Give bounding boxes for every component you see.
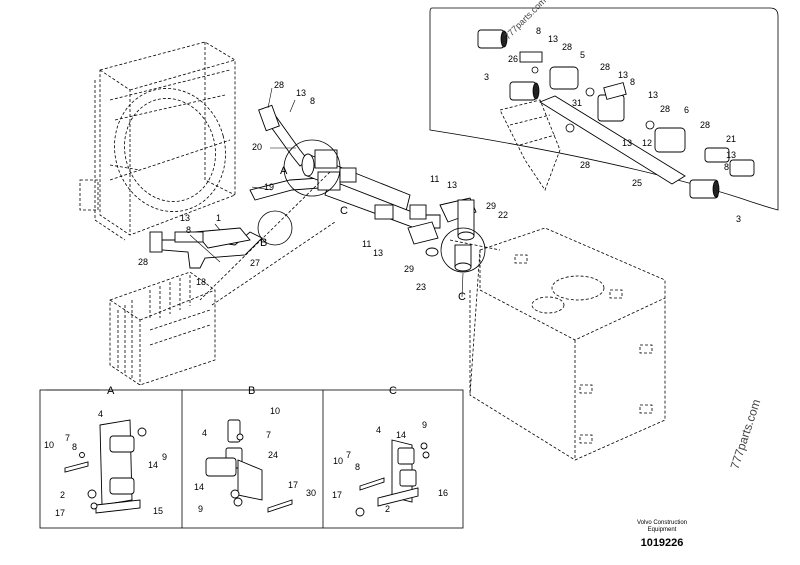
view-marker-c: C bbox=[458, 291, 466, 303]
callout: 13 bbox=[373, 248, 383, 258]
pipe-assembly bbox=[149, 104, 486, 273]
panel-c-callouts: 4 9 14 10 7 8 17 2 16 bbox=[332, 420, 448, 514]
callout: 12 bbox=[642, 138, 652, 148]
callout-number: 14 bbox=[396, 430, 406, 440]
callout-number: 10 bbox=[270, 406, 280, 416]
callout: 8 bbox=[536, 26, 541, 36]
callout: 3 bbox=[484, 72, 489, 82]
callout-number: 2 bbox=[60, 490, 65, 500]
drawing-caption: Volvo Construction Equipment 1019226 bbox=[637, 520, 687, 549]
callout: 13 bbox=[548, 34, 558, 44]
panel-a-drawing bbox=[64, 419, 147, 514]
callout: 28 bbox=[660, 104, 670, 114]
callout: 8 bbox=[630, 77, 635, 87]
hydraulic-tank bbox=[469, 227, 666, 461]
callout: 13 bbox=[648, 90, 658, 100]
callout: 21 bbox=[726, 134, 736, 144]
callout: 29 bbox=[486, 201, 496, 211]
panel-a-callouts: 4 10 7 8 14 9 2 17 15 bbox=[44, 409, 167, 518]
callout-number: 4 bbox=[202, 428, 207, 438]
callout: 28 bbox=[562, 42, 572, 52]
callout-number: 2 bbox=[385, 504, 390, 514]
callout-number: 30 bbox=[306, 488, 316, 498]
callout-number: 7 bbox=[266, 430, 271, 440]
inset-callouts: 8 13 28 26 5 28 13 8 3 31 13 28 6 28 12 … bbox=[484, 26, 741, 224]
callout-number: 17 bbox=[55, 508, 65, 518]
callout: 13 bbox=[618, 70, 628, 80]
panel-b-callouts: 10 7 4 24 14 9 17 30 bbox=[194, 406, 316, 514]
callout-number: 7 bbox=[65, 433, 70, 443]
callout: 11 bbox=[362, 239, 371, 249]
panel-c-drawing bbox=[355, 439, 430, 517]
callout-number: 8 bbox=[72, 442, 77, 452]
callout: 29 bbox=[404, 264, 414, 274]
view-marker-b: B bbox=[260, 237, 267, 249]
callout: 13 bbox=[622, 138, 632, 148]
callout: 11 bbox=[430, 174, 439, 184]
callout: 28 bbox=[700, 120, 710, 130]
callout: 27 bbox=[250, 258, 260, 268]
panel-header: C bbox=[389, 385, 397, 397]
callout-number: 8 bbox=[355, 462, 360, 472]
callout: 8 bbox=[724, 162, 729, 172]
panel-header: A bbox=[107, 385, 115, 397]
callout: 20 bbox=[252, 142, 262, 152]
callout: 28 bbox=[600, 62, 610, 72]
inset-panel bbox=[429, 7, 779, 211]
radiator-assembly bbox=[79, 41, 236, 241]
callout: 23 bbox=[416, 282, 426, 292]
panel-header: B bbox=[248, 385, 255, 397]
callout: 26 bbox=[508, 54, 518, 64]
callout: 5 bbox=[580, 50, 585, 60]
callout-number: 17 bbox=[288, 480, 298, 490]
callout: 13 bbox=[180, 213, 190, 223]
callout: 28 bbox=[274, 80, 284, 90]
main-callouts: 28 13 8 20 19 1 13 8 28 27 18 11 13 11 1… bbox=[138, 80, 508, 303]
panel-b-drawing bbox=[205, 419, 293, 513]
callout: 3 bbox=[736, 214, 741, 224]
callout: 1 bbox=[216, 213, 221, 223]
callout: 8 bbox=[310, 96, 315, 106]
callout: 28 bbox=[138, 257, 148, 267]
callout: 6 bbox=[684, 105, 689, 115]
callout-number: 9 bbox=[162, 452, 167, 462]
callout-number: 10 bbox=[333, 456, 343, 466]
caption-company: Volvo Construction bbox=[637, 520, 687, 526]
callout-number: 10 bbox=[44, 440, 54, 450]
callout-number: 17 bbox=[332, 490, 342, 500]
watermark: 777parts.com bbox=[728, 397, 764, 470]
callout-number: 15 bbox=[153, 506, 163, 516]
watermark: 777parts.com bbox=[502, 0, 548, 41]
callout-number: 9 bbox=[198, 504, 203, 514]
detail-panels: A B C 4 10 7 8 14 9 2 17 15 bbox=[39, 385, 464, 529]
reference-lines bbox=[189, 87, 501, 306]
callout: 8 bbox=[186, 225, 191, 235]
callout-number: 14 bbox=[148, 460, 158, 470]
callout-number: 14 bbox=[194, 482, 204, 492]
callout: 13 bbox=[726, 150, 736, 160]
callout: 13 bbox=[447, 180, 457, 190]
callout-number: 7 bbox=[346, 450, 351, 460]
callout: 13 bbox=[296, 88, 306, 98]
callout: 22 bbox=[498, 210, 508, 220]
callout: 18 bbox=[196, 277, 206, 287]
callout-number: 4 bbox=[98, 409, 103, 419]
callout: 31 bbox=[572, 98, 582, 108]
callout: 28 bbox=[580, 160, 590, 170]
callout: 19 bbox=[264, 182, 274, 192]
callout-number: 24 bbox=[268, 450, 278, 460]
callout-number: 16 bbox=[438, 488, 448, 498]
control-valve-block bbox=[109, 271, 216, 386]
view-marker-c: C bbox=[340, 205, 348, 217]
callout-number: 9 bbox=[422, 420, 427, 430]
callout: 25 bbox=[632, 178, 642, 188]
callout-number: 4 bbox=[376, 425, 381, 435]
caption-company-line2: Equipment bbox=[648, 527, 677, 533]
drawing-number: 1019226 bbox=[641, 537, 684, 549]
view-marker-a: A bbox=[280, 165, 288, 177]
